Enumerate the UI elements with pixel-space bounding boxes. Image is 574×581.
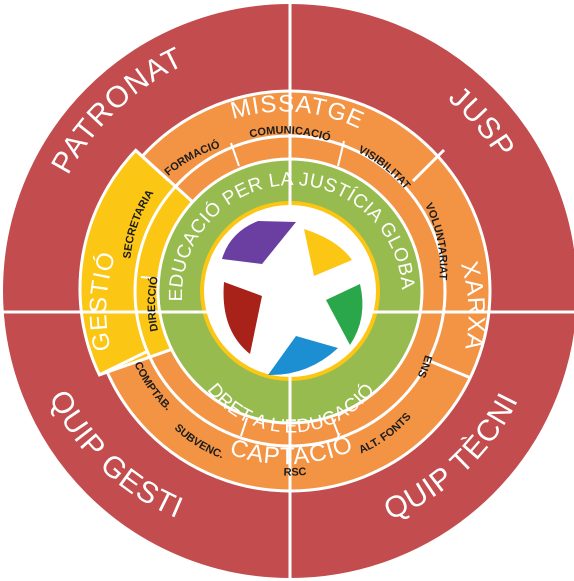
orange-divider-ne <box>411 148 446 183</box>
orange-divider-sw <box>98 350 147 377</box>
small-divider-2 <box>337 140 345 167</box>
orange-divider-nw <box>134 149 170 182</box>
star-petal-yellow <box>304 229 352 276</box>
star-logo <box>222 221 363 376</box>
star-petal-purple <box>222 221 296 264</box>
star-petal-red <box>223 282 262 354</box>
small-divider-5 <box>331 417 340 437</box>
orange-divider-se <box>426 358 472 380</box>
small-divider-3 <box>140 276 161 280</box>
label-direccio: DIRECCIÓ <box>146 275 161 333</box>
star-petal-blue <box>268 336 338 376</box>
label-rsc: RSC <box>283 466 307 479</box>
small-divider-4 <box>240 417 248 437</box>
star-petal-green <box>326 284 363 345</box>
small-divider-1 <box>230 142 240 167</box>
